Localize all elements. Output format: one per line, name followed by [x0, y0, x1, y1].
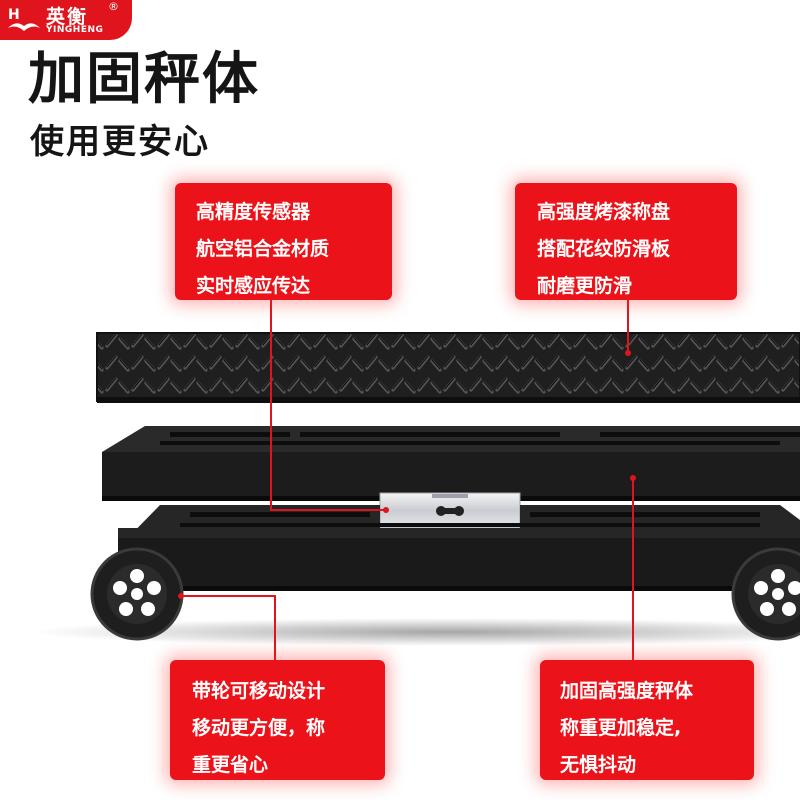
brand-logo: H 英衡 ® YINGHENG	[0, 0, 132, 40]
right-wheel	[731, 547, 800, 641]
anti-slip-platter	[96, 332, 800, 403]
wheels-connector	[181, 595, 276, 660]
callout-line: 高强度烤漆称盘	[537, 201, 671, 223]
page-subtitle: 使用更安心	[30, 122, 210, 162]
brand-name-cn: 英衡	[46, 6, 89, 28]
callout-frame: 加固高强度秤体 称重更加稳定, 无惧抖动	[540, 660, 754, 780]
svg-text:H: H	[8, 7, 20, 23]
callout-line: 耐磨更防滑	[537, 275, 633, 297]
callout-line: 移动更方便，称	[192, 717, 326, 739]
page-title: 加固秤体	[28, 47, 260, 112]
callout-line: 实时感应传达	[196, 275, 311, 297]
left-wheel	[90, 547, 184, 641]
floor-shadow	[30, 618, 800, 646]
callout-sensor: 高精度传感器 航空铝合金材质 实时感应传达	[175, 183, 392, 300]
callout-wheels: 带轮可移动设计 移动更方便，称 重更省心	[170, 660, 385, 780]
callout-line: 搭配花纹防滑板	[537, 238, 671, 260]
callout-line: 无惧抖动	[560, 754, 637, 776]
sensor-connector	[270, 300, 385, 511]
callout-line: 称重更加稳定,	[560, 717, 682, 739]
callout-line: 高精度传感器	[196, 201, 311, 223]
callout-line: 加固高强度秤体	[560, 680, 694, 702]
callout-line: 航空铝合金材质	[196, 238, 330, 260]
callout-platter: 高强度烤漆称盘 搭配花纹防滑板 耐磨更防滑	[515, 183, 737, 300]
callout-line: 带轮可移动设计	[192, 680, 326, 702]
load-cell-sensor	[379, 492, 521, 529]
bird-logo-icon: H	[8, 7, 40, 31]
base-frame	[118, 505, 800, 591]
middle-frame	[102, 426, 800, 501]
brand-name-en: YINGHENG	[46, 25, 104, 35]
callout-connectors	[178, 300, 636, 660]
registered-mark: ®	[108, 0, 119, 13]
callout-line: 重更省心	[192, 754, 269, 776]
